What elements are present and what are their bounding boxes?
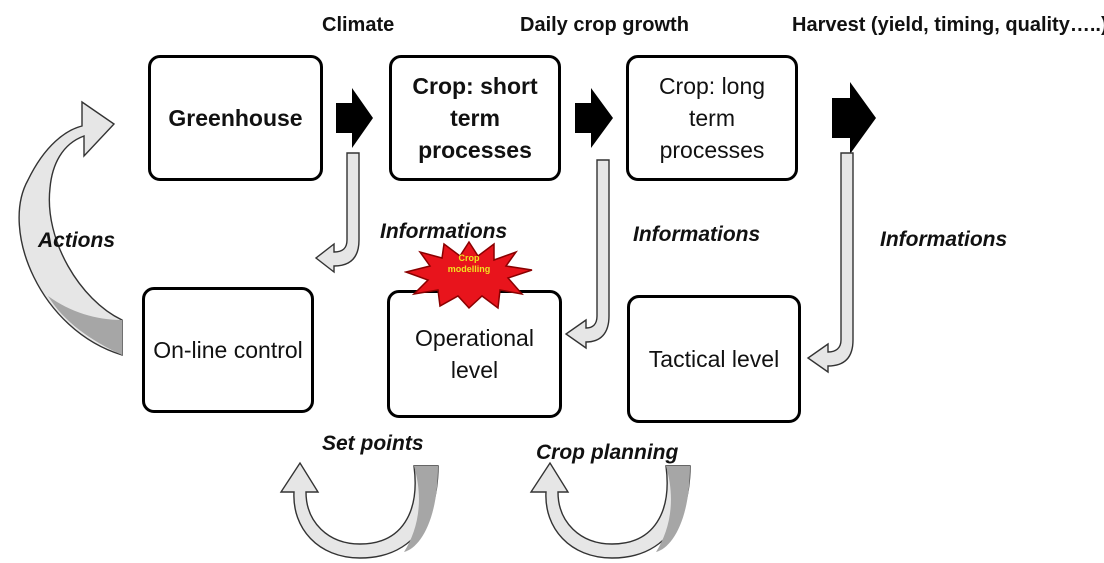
- actions-curved-arrow: [18, 100, 123, 356]
- informations-arrow-2: [564, 159, 610, 350]
- flow-arrow-3: [832, 82, 876, 154]
- online-control-box: On-line control: [142, 287, 314, 413]
- crop-long-term-box: Crop: long term processes: [626, 55, 798, 181]
- crop-modelling-label: Crop modelling: [447, 253, 491, 274]
- flow-arrow-1: [336, 88, 373, 148]
- crop-modelling-burst: [404, 240, 533, 310]
- informations-label-2: Informations: [633, 223, 761, 246]
- actions-arrow-shade: [48, 296, 122, 355]
- harvest-label: Harvest (yield, timing, quality…..): [792, 14, 1104, 36]
- crop-planning-arrow-shade: [656, 466, 690, 552]
- flow-arrow-2: [575, 88, 613, 148]
- tactical-level-box: Tactical level: [627, 295, 801, 423]
- set-points-label: Set points: [322, 432, 424, 455]
- informations-label-1: Informations: [380, 220, 508, 243]
- climate-label: Climate: [322, 14, 395, 36]
- greenhouse-box: Greenhouse: [148, 55, 323, 181]
- daily-growth-label: Daily crop growth: [520, 14, 689, 36]
- crop-short-term-box: Crop: short term processes: [389, 55, 561, 181]
- set-points-arrow-shade: [404, 466, 438, 552]
- set-points-curved-arrow: [279, 461, 439, 559]
- informations-arrow-1: [314, 152, 360, 274]
- crop-planning-label: Crop planning: [536, 441, 679, 464]
- crop-planning-curved-arrow: [529, 461, 691, 559]
- informations-arrow-3: [806, 152, 854, 374]
- informations-label-3: Informations: [880, 228, 1008, 251]
- actions-label: Actions: [38, 229, 116, 252]
